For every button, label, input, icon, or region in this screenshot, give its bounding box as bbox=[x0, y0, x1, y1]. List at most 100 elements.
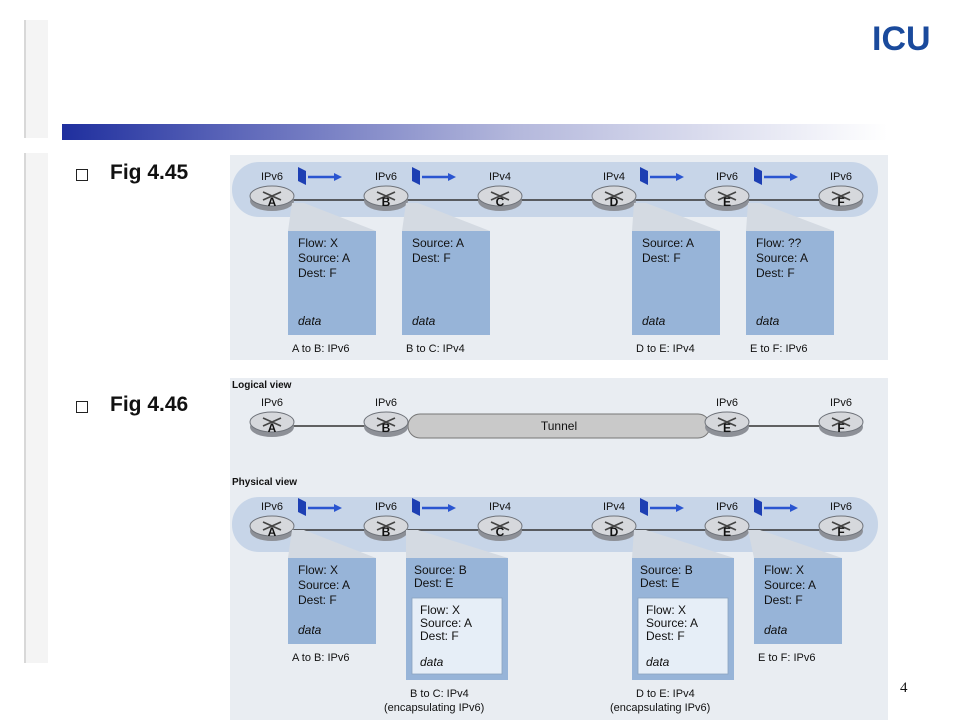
callout-wedge bbox=[632, 530, 734, 558]
hop-caption: E to F: IPv6 bbox=[758, 652, 815, 664]
hop-caption: E to F: IPv6 bbox=[750, 343, 807, 355]
router-f: F IPv6 bbox=[818, 501, 864, 541]
header-line: Dest: F bbox=[420, 629, 459, 643]
router-letter: A bbox=[268, 525, 277, 539]
header-line: Source: A bbox=[298, 251, 350, 265]
icu-logo-text: ICU bbox=[872, 20, 931, 54]
header-line: Dest: F bbox=[764, 593, 803, 607]
packet-arrow-icon bbox=[298, 498, 342, 516]
router-b: B IPv6 bbox=[363, 501, 409, 541]
hop-caption-note: (encapsulating IPv6) bbox=[384, 702, 484, 714]
router-arrows-icon bbox=[262, 521, 282, 531]
router-arrows-icon bbox=[717, 191, 737, 201]
router-letter: A bbox=[268, 195, 277, 209]
payload-data: data bbox=[764, 623, 788, 637]
router-arrows-icon bbox=[262, 417, 282, 427]
router-letter: E bbox=[723, 525, 731, 539]
router-protocol: IPv6 bbox=[375, 171, 397, 183]
packet-box bbox=[632, 231, 720, 335]
callout-wedge bbox=[746, 203, 834, 231]
hop-caption: D to E: IPv4 bbox=[636, 343, 695, 355]
packet-icon bbox=[298, 498, 306, 516]
arrow-head bbox=[676, 173, 684, 181]
packet-box bbox=[754, 558, 842, 644]
packet-icon bbox=[640, 167, 648, 185]
router-protocol: IPv6 bbox=[830, 397, 852, 409]
payload-data: data bbox=[642, 314, 666, 328]
router-letter: F bbox=[837, 421, 844, 435]
fig-446-diagram: Logical view Tunnel AIPv6BIPv6EIPv6FIPv6… bbox=[230, 378, 888, 720]
hop-caption: B to C: IPv4 bbox=[410, 688, 469, 700]
title-gradient-bar bbox=[62, 124, 888, 140]
hop-caption: A to B: IPv6 bbox=[292, 652, 349, 664]
router-letter: F bbox=[837, 525, 844, 539]
header-line: Dest: F bbox=[756, 266, 795, 280]
outer-header-line: Source: B bbox=[414, 563, 467, 577]
router-arrows-icon bbox=[831, 417, 851, 427]
physical-view-title: Physical view bbox=[232, 477, 297, 488]
bullet-icon bbox=[76, 401, 88, 413]
router-letter: E bbox=[723, 195, 731, 209]
arrow-head bbox=[448, 173, 456, 181]
bullet-icon bbox=[76, 169, 88, 181]
payload-data: data bbox=[298, 314, 322, 328]
router-protocol: IPv6 bbox=[375, 501, 397, 513]
router-protocol: IPv6 bbox=[716, 171, 738, 183]
payload-data: data bbox=[420, 655, 444, 669]
router-letter: E bbox=[723, 421, 731, 435]
packet-box bbox=[746, 231, 834, 335]
router-protocol: IPv4 bbox=[489, 501, 511, 513]
fig-446-label: Fig 4.46 bbox=[110, 393, 189, 416]
router-arrows-icon bbox=[604, 191, 624, 201]
header-line: Dest: F bbox=[642, 251, 681, 265]
packet-icon bbox=[298, 167, 306, 185]
header-line: Source: A bbox=[646, 616, 698, 630]
outer-header-line: Dest: E bbox=[640, 576, 679, 590]
fig-445-label: Fig 4.45 bbox=[110, 161, 189, 184]
packet-icon bbox=[412, 498, 420, 516]
callout-wedge bbox=[288, 203, 376, 231]
router-a: A IPv6 bbox=[249, 501, 295, 541]
outer-header-line: Dest: E bbox=[414, 576, 453, 590]
router-arrows-icon bbox=[717, 417, 737, 427]
header-line: Flow: X bbox=[646, 603, 686, 617]
callout-wedge bbox=[632, 203, 720, 231]
router-protocol: IPv6 bbox=[261, 501, 283, 513]
arrow-head bbox=[334, 504, 342, 512]
router-protocol: IPv6 bbox=[830, 171, 852, 183]
header-line: Dest: F bbox=[646, 629, 685, 643]
router-protocol: IPv6 bbox=[830, 501, 852, 513]
router-protocol: IPv6 bbox=[261, 171, 283, 183]
callout-wedge bbox=[288, 530, 376, 558]
callout-wedge bbox=[402, 203, 490, 231]
router-arrows-icon bbox=[717, 521, 737, 531]
router-letter: B bbox=[382, 421, 391, 435]
router-arrows-icon bbox=[831, 191, 851, 201]
router-protocol: IPv4 bbox=[489, 171, 511, 183]
outer-header-line: Source: B bbox=[640, 563, 693, 577]
arrow-head bbox=[676, 504, 684, 512]
router-letter: D bbox=[610, 525, 619, 539]
packet-arrow-icon bbox=[754, 498, 798, 516]
header-line: Flow: X bbox=[298, 563, 338, 577]
router-letter: B bbox=[382, 195, 391, 209]
icu-logo: ICU bbox=[872, 20, 931, 54]
logical-view-title: Logical view bbox=[232, 380, 292, 391]
packet-box bbox=[288, 558, 376, 644]
page-number: 4 bbox=[900, 680, 908, 696]
router-protocol: IPv6 bbox=[261, 397, 283, 409]
callout-wedge bbox=[406, 530, 508, 558]
router-b: B IPv6 bbox=[363, 171, 409, 211]
router-f: F IPv6 bbox=[818, 397, 864, 437]
router-letter: B bbox=[382, 525, 391, 539]
packet-arrow-icon bbox=[640, 498, 684, 516]
